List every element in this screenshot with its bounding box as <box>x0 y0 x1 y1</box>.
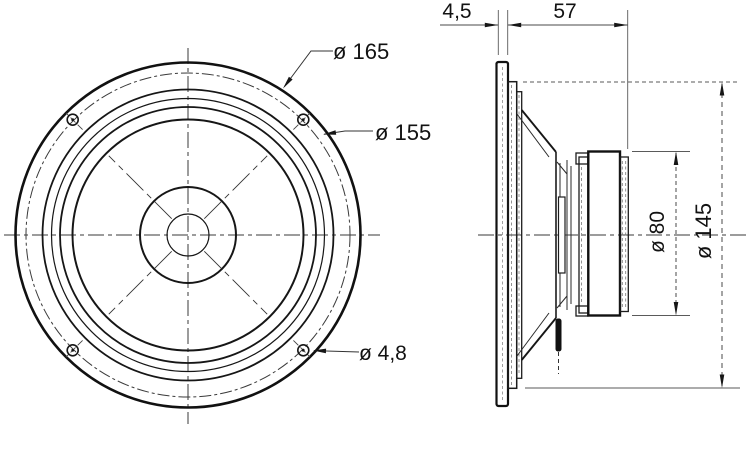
mounting-hole-center <box>301 118 305 122</box>
label-bolt-circle-diameter: ø 155 <box>375 120 431 145</box>
cone-edge-circle <box>71 118 305 352</box>
spoke-line <box>108 250 173 315</box>
cone-profile-upper <box>520 109 557 153</box>
terminal-lug <box>555 318 562 352</box>
spoke-line <box>203 155 268 220</box>
cone-profile-upper-inner <box>516 113 550 158</box>
mounting-holes <box>66 113 310 357</box>
hole-centerline <box>65 340 83 358</box>
spoke-line <box>203 250 268 315</box>
dimension-arrowhead <box>673 302 679 316</box>
leader-outer-diameter <box>283 50 333 89</box>
dimension-arrowhead <box>484 22 499 28</box>
leader-line <box>284 50 333 87</box>
mounting-hole <box>296 343 310 357</box>
surround-outer-circle <box>59 106 317 364</box>
spider-edge-upper <box>556 161 568 175</box>
dimension-arrowhead <box>614 22 628 28</box>
label-mounting-hole-diameter: ø 4,8 <box>359 342 407 365</box>
cone-profile-lower-inner <box>516 312 550 357</box>
mounting-hole-center <box>71 118 75 122</box>
mounting-hole <box>296 113 310 126</box>
back-plate <box>619 156 629 313</box>
bolt-circle <box>25 72 351 398</box>
mounting-hole <box>66 113 79 126</box>
dimension-basket-diameter <box>523 81 740 389</box>
gasket-outer-circle <box>41 88 335 382</box>
voice-coil-circle <box>166 213 210 257</box>
hole-centerlines <box>65 112 311 358</box>
hole-centerline <box>65 112 83 130</box>
mounting-hole <box>66 343 79 357</box>
leader-mounting-hole <box>313 348 360 354</box>
label-magnet-diameter: ø 80 <box>646 211 669 253</box>
leader-arrowhead <box>313 348 327 354</box>
label-outer-diameter: ø 165 <box>333 39 389 64</box>
flange-outer-circle <box>14 61 362 409</box>
basket-rim-step <box>516 91 523 379</box>
mounting-hole-center <box>71 348 75 352</box>
side-view <box>440 10 748 408</box>
dust-cap-circle <box>139 186 237 284</box>
dimension-arrowhead <box>719 374 725 388</box>
label-flange-thickness: 4,5 <box>442 0 471 23</box>
cone-spokes <box>108 155 268 315</box>
spider-edge-lower <box>556 295 568 309</box>
dimension-arrowhead <box>673 151 679 165</box>
dimension-magnet-diameter <box>632 151 690 316</box>
dimension-arrowhead <box>507 22 522 28</box>
dimension-depth <box>507 10 629 149</box>
hole-centerline <box>293 340 311 358</box>
cone-profile-lower <box>520 317 557 361</box>
hole-centerline <box>293 112 311 130</box>
front-view <box>4 48 380 424</box>
dimension-flange-thickness <box>440 10 509 55</box>
gasket-middle-circle <box>50 97 326 373</box>
leader-arrowhead <box>323 130 337 135</box>
label-mounting-depth: 57 <box>553 0 576 23</box>
dimension-arrowhead <box>719 82 725 96</box>
leader-arrowhead <box>283 76 293 89</box>
frame-window <box>557 196 566 274</box>
mounting-hole-center <box>301 348 305 352</box>
spoke-line <box>108 155 173 220</box>
leader-bolt-circle <box>323 130 373 135</box>
label-basket-diameter: ø 145 <box>691 203 716 259</box>
